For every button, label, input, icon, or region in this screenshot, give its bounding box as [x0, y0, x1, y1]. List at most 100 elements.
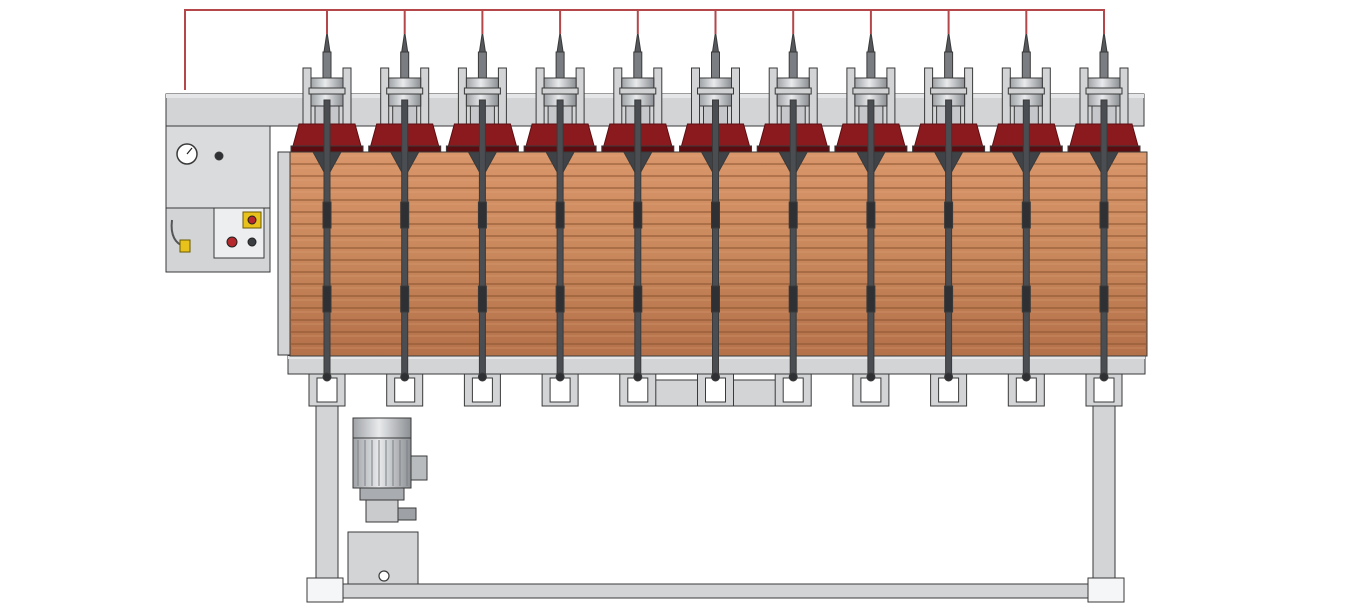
- cylinder-upright-left: [691, 67, 700, 129]
- hydraulic-fitting: [944, 51, 954, 79]
- cylinder-upright-right: [342, 67, 352, 129]
- rod-coupler: [944, 201, 954, 229]
- cylinder-flange: [463, 87, 501, 95]
- rod-coupler: [1099, 285, 1109, 313]
- lower-bracket-window: [627, 377, 649, 403]
- valve-spike: [945, 31, 953, 53]
- cylinder-upright-right: [1119, 67, 1129, 129]
- rod-coupler: [322, 201, 332, 229]
- cylinder-flange: [619, 87, 657, 95]
- lower-bracket-window: [782, 377, 804, 403]
- cylinder-upright-right: [653, 67, 663, 129]
- hydraulic-fitting: [633, 51, 643, 79]
- rod-nut: [477, 372, 487, 382]
- clamp-column: [523, 31, 597, 407]
- cylinder-upright-left: [846, 67, 856, 129]
- rod-coupler: [711, 285, 720, 313]
- pump-coupling: [365, 499, 399, 523]
- main-hydraulic-line: [184, 9, 1105, 90]
- cylinder-upright-left: [457, 67, 467, 129]
- cylinder-upright-right: [497, 67, 507, 129]
- lower-bracket-window: [471, 377, 493, 403]
- hydraulic-fitting: [322, 51, 332, 79]
- clamp-column: [756, 31, 830, 407]
- rod-coupler: [866, 285, 876, 313]
- rod-nut: [555, 372, 565, 382]
- cabinet-upper-panel: [165, 125, 271, 209]
- cylinder-upright-left: [380, 67, 390, 129]
- hydraulic-lines: [184, 9, 1105, 90]
- cylinder-upright-right: [886, 67, 896, 129]
- pump-valve-block: [397, 507, 417, 521]
- cylinder-flange: [1085, 87, 1123, 95]
- rod-coupler: [400, 201, 410, 229]
- pressure-gauge-icon: [176, 143, 198, 165]
- clamp-rod: [634, 99, 642, 381]
- motor-flange: [359, 487, 405, 501]
- lower-bracket-window: [316, 377, 338, 403]
- rod-coupler: [944, 285, 954, 313]
- rod-coupler: [633, 201, 643, 229]
- clamp-column: [368, 31, 442, 407]
- cylinder-upright-left: [1079, 67, 1089, 129]
- cylinder-flange: [541, 87, 579, 95]
- hydraulic-fitting: [477, 51, 487, 79]
- clamp-rod: [556, 99, 564, 381]
- clamp-rod: [1100, 99, 1108, 381]
- cylinder-upright-right: [575, 67, 585, 129]
- rod-nut: [788, 372, 798, 382]
- valve-spike: [1100, 31, 1108, 53]
- hydraulic-fitting: [400, 51, 410, 79]
- rod-coupler: [555, 285, 565, 313]
- clamp-rod: [323, 99, 331, 381]
- cylinder-upright-left: [535, 67, 545, 129]
- lower-bracket-window: [705, 377, 726, 403]
- lower-bracket-window: [394, 377, 416, 403]
- rod-coupler: [1021, 285, 1031, 313]
- cylinder-upright-right: [1041, 67, 1051, 129]
- hydraulic-fitting: [1099, 51, 1109, 79]
- cylinder-flange: [852, 87, 890, 95]
- cylinder-flange: [930, 87, 968, 95]
- cylinder-upright-left: [613, 67, 623, 129]
- rod-coupler: [866, 201, 876, 229]
- bottom-rail: [309, 583, 1123, 599]
- cylinder-flange: [697, 87, 734, 95]
- cylinder-upright-left: [768, 67, 778, 129]
- clamp-column: [445, 31, 519, 407]
- cylinder-flange: [1007, 87, 1045, 95]
- cylinder-flange: [308, 87, 346, 95]
- rod-coupler: [1021, 201, 1031, 229]
- rod-nut: [400, 372, 410, 382]
- clamp-column: [601, 31, 675, 407]
- rod-coupler: [788, 201, 798, 229]
- cylinder-flange: [774, 87, 812, 95]
- cylinder-upright-right: [964, 67, 974, 129]
- clamp-columns: [290, 31, 1141, 407]
- rod-coupler: [555, 201, 565, 229]
- clamp-column: [912, 31, 986, 407]
- clamp-column: [290, 31, 364, 407]
- rod-coupler: [322, 285, 332, 313]
- cylinder-flange: [386, 87, 424, 95]
- valve-spike: [711, 31, 720, 53]
- clamp-rod: [401, 99, 409, 381]
- cylinder-upright-right: [420, 67, 430, 129]
- rod-nut: [944, 372, 954, 382]
- clamp-column: [679, 31, 752, 407]
- motor-housing: [352, 437, 412, 489]
- valve-spike: [789, 31, 797, 53]
- rod-nut: [322, 372, 332, 382]
- rod-nut: [1021, 372, 1031, 382]
- clamp-column: [1067, 31, 1141, 407]
- cylinder-upright-right: [808, 67, 818, 129]
- rod-coupler: [1099, 201, 1109, 229]
- hydraulic-power-unit: [347, 417, 428, 585]
- lower-bracket-window: [549, 377, 571, 403]
- valve-spike: [478, 31, 486, 53]
- valve-spike: [323, 31, 331, 53]
- clamp-rod: [867, 99, 875, 381]
- motor-terminal-box: [410, 455, 428, 481]
- valve-spike: [634, 31, 642, 53]
